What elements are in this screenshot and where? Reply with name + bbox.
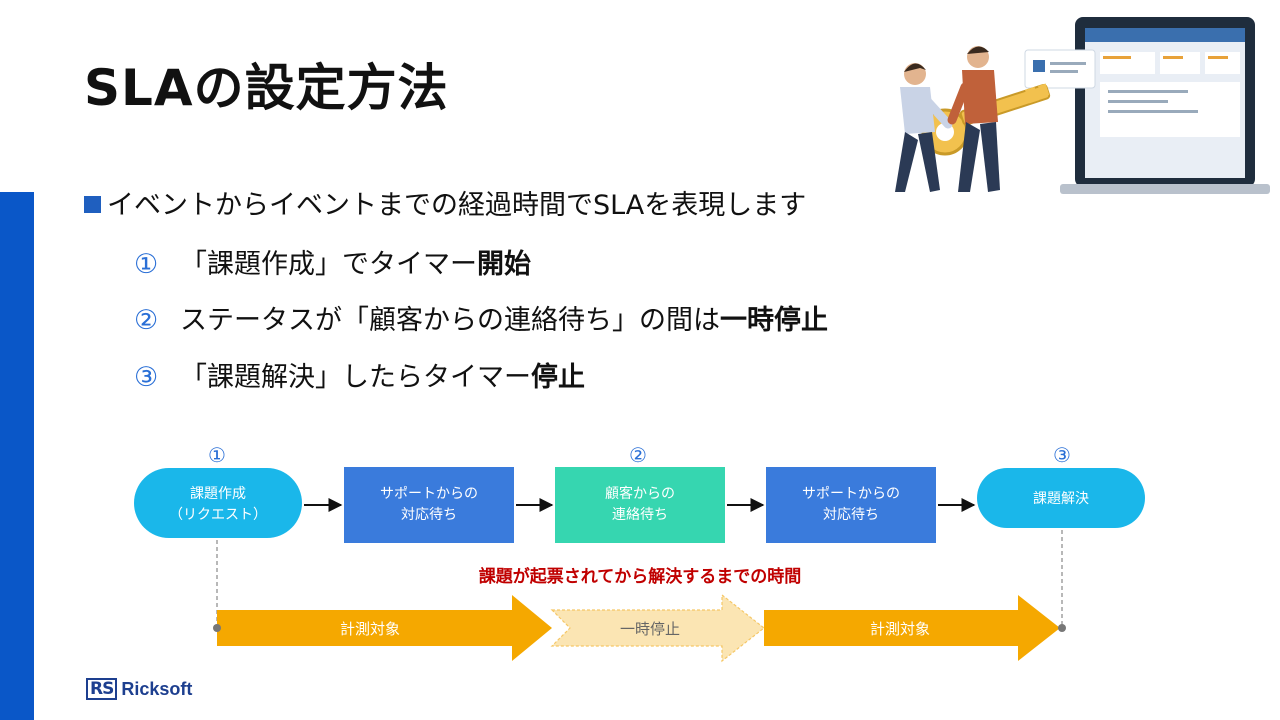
slide-title: SLAの設定方法 [84,59,449,117]
laptop-base [1060,184,1270,194]
end-dot [1058,624,1066,632]
step-1: ① 「課題作成」でタイマー開始 [134,242,531,281]
step-3-bold: 停止 [531,362,585,393]
node-waiting-support-1 [344,467,514,543]
lead-text: イベントからイベントまでの経過時間でSLAを表現します [107,190,807,221]
ricksoft-logo: RS Ricksoft [86,678,192,700]
node-1-line2: （リクエスト） [169,507,267,523]
step-3-text: 「課題解決」したらタイマー [180,362,531,393]
node-5-line1: 課題解決 [1033,491,1089,507]
band-measured-1 [217,595,552,661]
node-waiting-customer [555,467,725,543]
bullet-square-icon [84,196,101,213]
logo-name: Ricksoft [121,678,193,699]
step-1-text: 「課題作成」でタイマー [180,249,477,280]
node-issue-created [134,468,302,538]
band-2-label: 一時停止 [620,620,680,638]
step-2-number: ② [134,305,159,336]
step-1-number: ① [134,249,159,280]
person-right-body [962,70,998,124]
node-2-line2: 対応待ち [401,507,457,523]
key-laptop-illustration [895,17,1270,194]
band-paused [550,593,765,663]
marker-2: ② [629,443,647,467]
lead-bullet: イベントからイベントまでの経過時間でSLAを表現します [84,183,806,222]
node-4-line1: サポートからの [802,486,900,502]
node-4-line2: 対応待ち [823,507,879,523]
node-1-line1: 課題作成 [190,486,246,502]
node-3-line1: 顧客からの [605,485,675,502]
band-measured-2 [764,595,1060,661]
step-3: ③ 「課題解決」したらタイマー停止 [134,355,585,394]
band-1-label: 計測対象 [340,620,400,638]
step-2: ② ステータスが「顧客からの連絡待ち」の間は一時停止 [134,298,828,337]
marker-1: ① [208,443,226,467]
step-2-text: ステータスが「顧客からの連絡待ち」の間は [180,305,720,336]
node-2-line1: サポートからの [380,486,478,502]
node-issue-resolved [977,468,1145,528]
step-1-bold: 開始 [477,249,531,280]
step-2-bold: 一時停止 [720,305,828,336]
step-3-number: ③ [134,362,159,393]
logo-mark: RS [86,678,118,700]
start-dot [213,624,221,632]
marker-3: ③ [1053,443,1071,467]
node-waiting-support-2 [766,467,936,543]
time-caption: 課題が起票されてから解決するまでの時間 [479,566,802,587]
left-accent-bar [0,192,34,720]
band-3-label: 計測対象 [870,620,930,638]
node-3-line2: 連絡待ち [612,507,668,523]
